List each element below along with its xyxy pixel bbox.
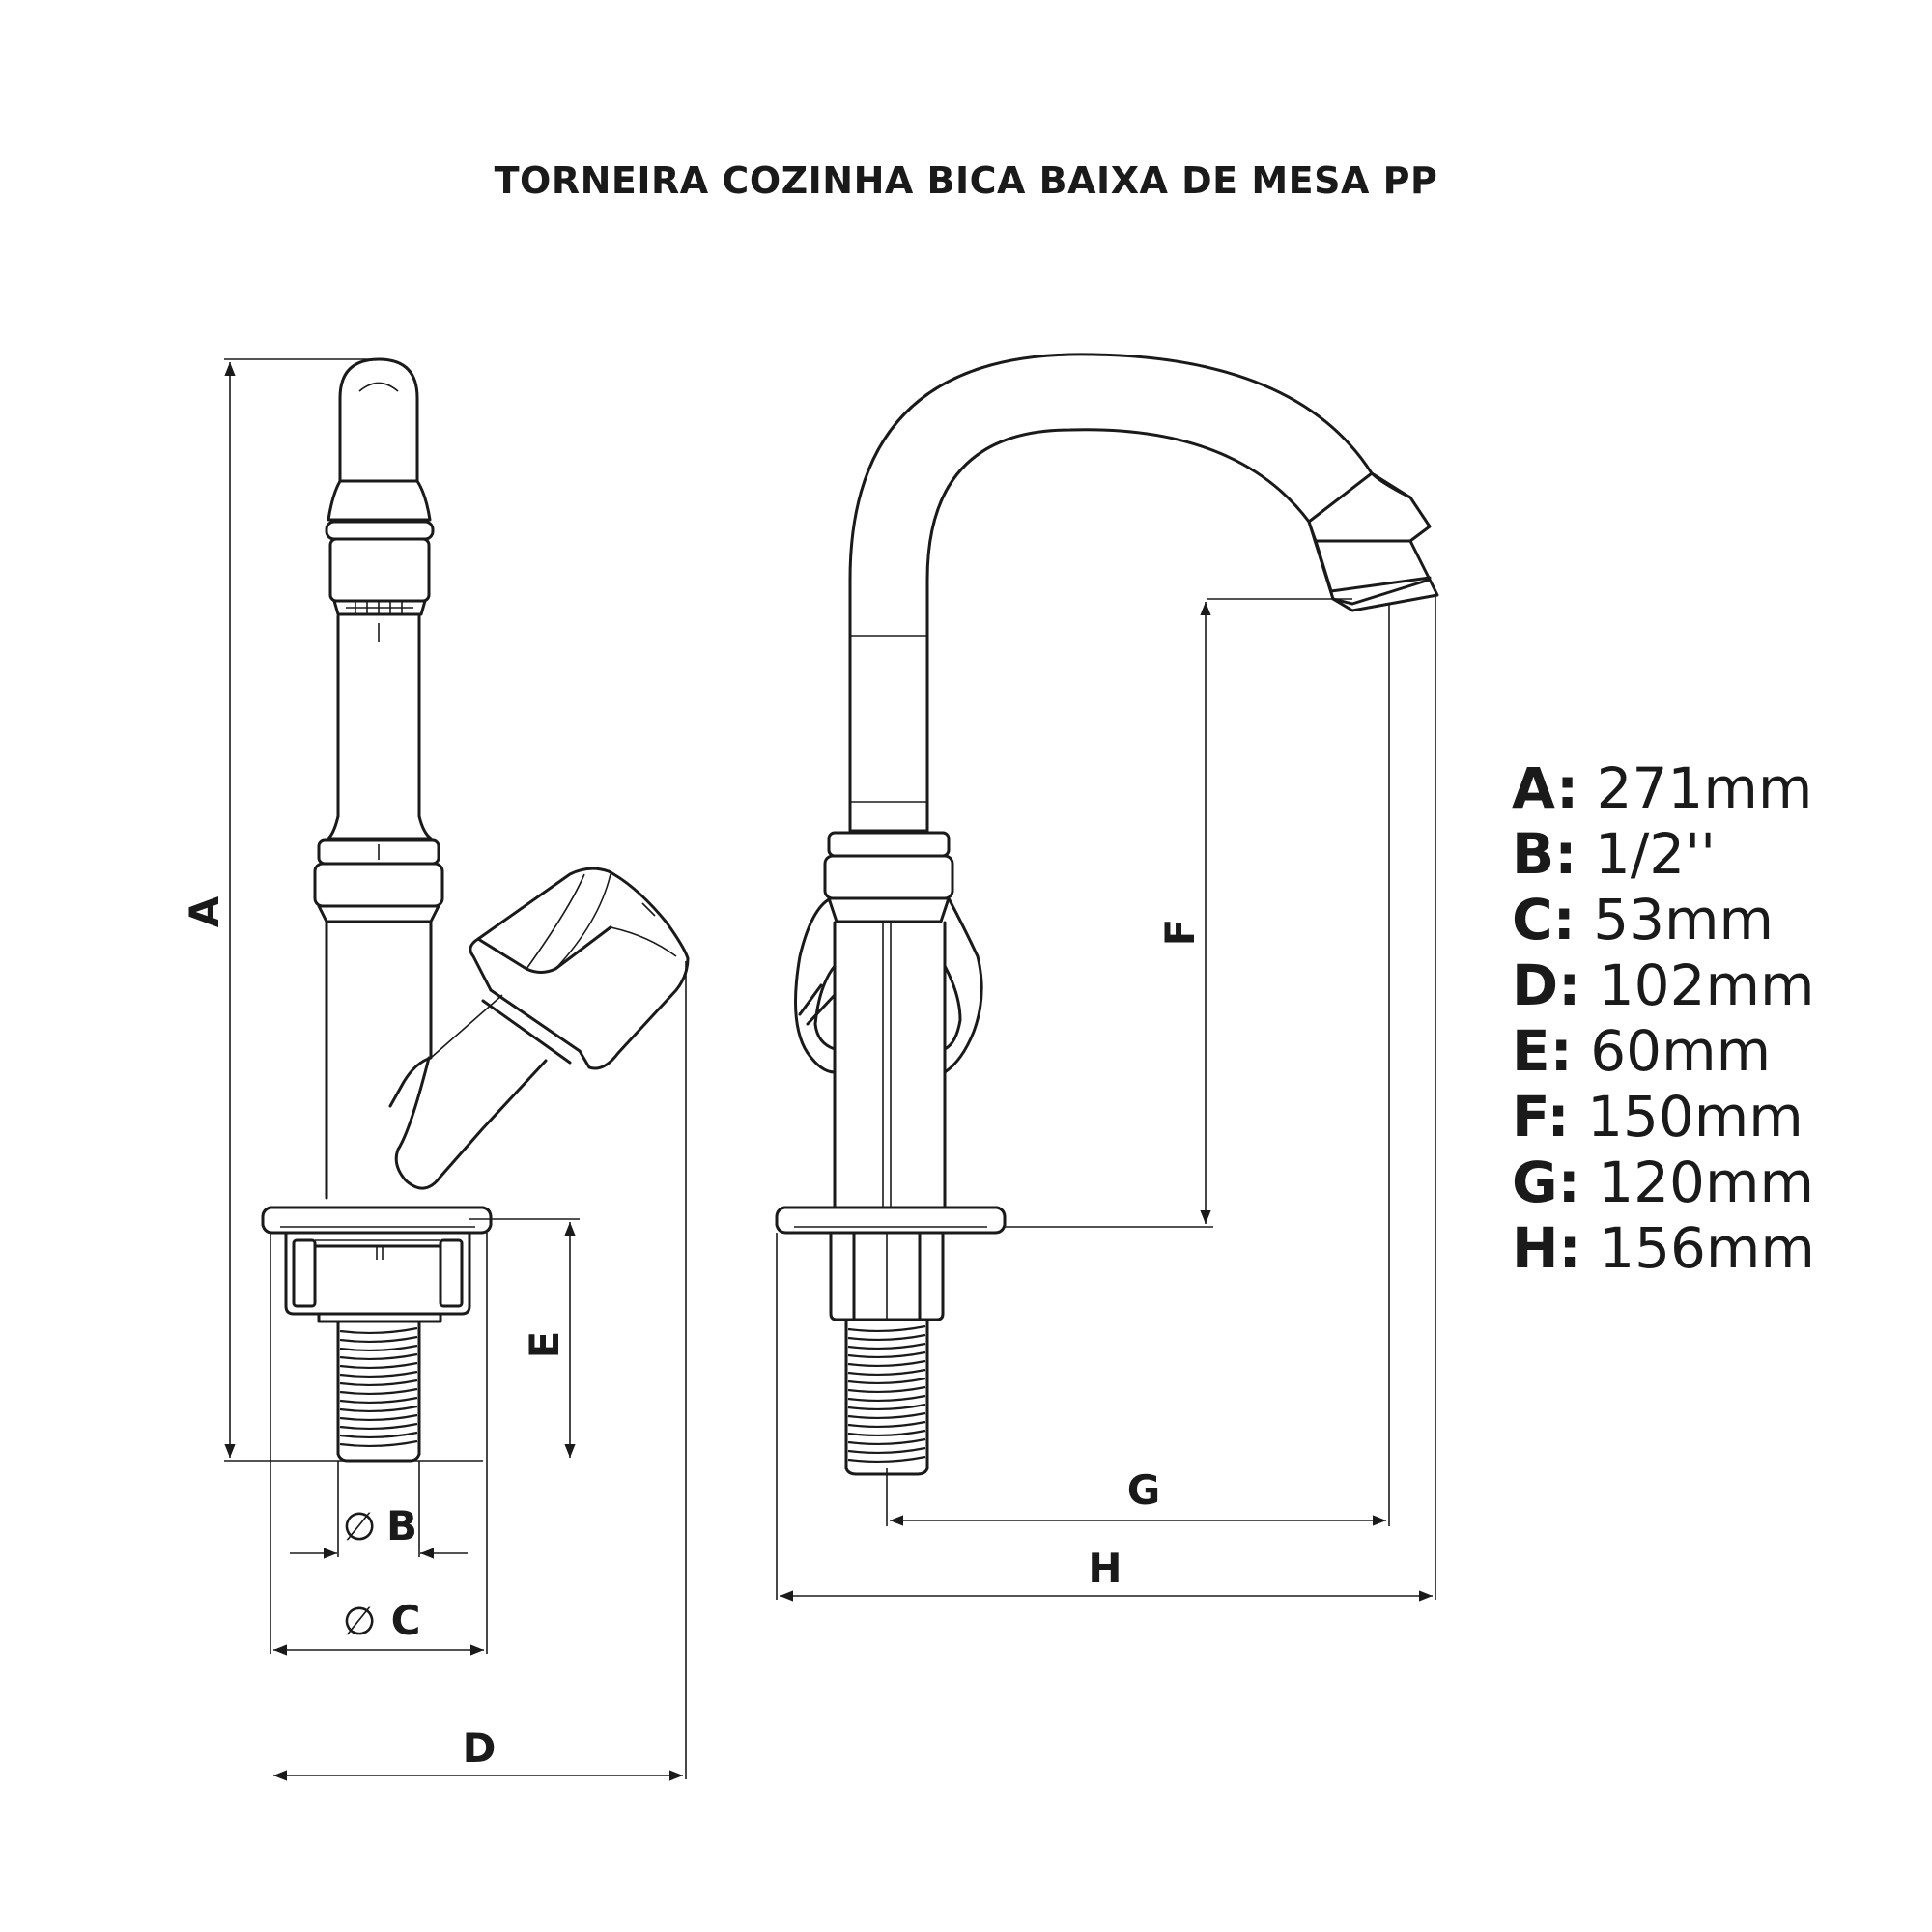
dim-label-d: D [463,1724,497,1772]
spec-key-g: G: [1512,1150,1580,1215]
thread-line [339,1352,418,1360]
thread-line [847,1429,926,1436]
dim-label-f: F [1156,919,1204,947]
spec-key-d: D: [1512,952,1581,1018]
spec-value-d: 102mm [1598,952,1815,1018]
thread-line [847,1368,926,1376]
thread-line [847,1394,926,1402]
thread-line [339,1370,418,1378]
thread-line [847,1385,926,1393]
spec-row-c: C: 53mm [1512,887,1774,952]
thread-line [339,1413,418,1421]
thread-line [339,1431,418,1438]
spec-key-h: H: [1512,1215,1581,1281]
dim-label-h: H [1088,1545,1122,1592]
thread-line [339,1387,418,1395]
thread-line [847,1411,926,1419]
thread-line [847,1420,926,1428]
dimension-lines [224,358,1436,1781]
thread-line [847,1446,926,1454]
spec-value-c: 53mm [1593,887,1775,952]
spec-value-f: 150mm [1587,1084,1804,1150]
spec-value-g: 120mm [1598,1150,1814,1215]
dim-label-c: C [391,1597,421,1644]
spec-key-e: E: [1512,1018,1573,1084]
thread-line [847,1333,926,1341]
thread-line [847,1359,926,1367]
thread-line [847,1455,926,1463]
thread-line [339,1335,418,1343]
spec-value-b: 1/2'' [1594,821,1717,887]
thread-line [847,1324,926,1332]
thread-line [847,1437,926,1445]
thread-line [339,1396,418,1404]
spec-key-b: B: [1512,821,1577,887]
spec-row-d: D: 102mm [1512,952,1814,1018]
spec-row-f: F: 150mm [1512,1084,1804,1150]
side-view-faucet [775,353,1439,1476]
thread-line [847,1403,926,1410]
dim-label-a: A [181,895,228,927]
thread-line [339,1326,418,1334]
thread-line [339,1422,418,1430]
spec-row-g: G: 120mm [1512,1150,1814,1215]
thread-line [339,1378,418,1386]
thread-line [339,1344,418,1351]
spec-row-b: B: 1/2'' [1512,821,1716,887]
diameter-symbol-c: ∅ [343,1600,377,1644]
spec-key-c: C: [1512,887,1576,952]
thread-line [847,1342,926,1350]
spec-value-e: 60mm [1590,1018,1772,1084]
spec-value-h: 156mm [1599,1215,1815,1281]
spec-key-a: A: [1512,755,1579,821]
spec-key-f: F: [1512,1084,1570,1150]
dim-label-g: G [1127,1466,1160,1514]
spec-row-e: E: 60mm [1512,1018,1771,1084]
thread-line [339,1405,418,1412]
dim-label-e: E [521,1331,568,1359]
thread-line [847,1377,926,1384]
spec-row-h: H: 156mm [1512,1215,1815,1281]
dim-label-b: B [386,1502,417,1549]
thread-line [339,1361,418,1369]
thread-line [339,1439,418,1447]
diameter-symbol-b: ∅ [343,1505,377,1549]
spec-value-a: 271mm [1596,755,1813,821]
drawing-title: TORNEIRA COZINHA BICA BAIXA DE MESA PP [494,159,1438,202]
spec-row-a: A: 271mm [1512,755,1812,821]
front-view-faucet [261,357,690,1463]
thread-line [847,1350,926,1358]
